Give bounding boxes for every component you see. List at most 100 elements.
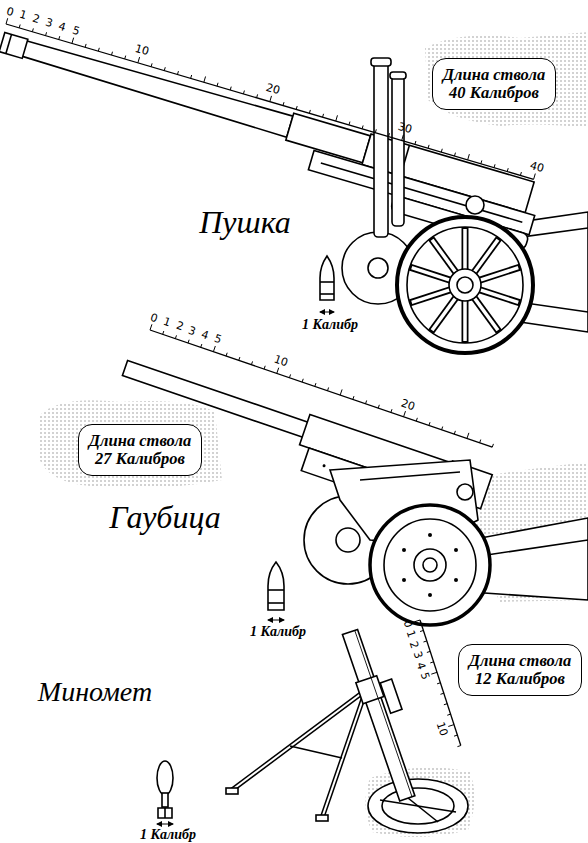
scale-number: 4 (414, 661, 429, 672)
cannon-drawing (6, 34, 12, 53)
scale-tick (454, 431, 455, 434)
weapon-name: Пушка (199, 204, 291, 241)
scale-tick (98, 48, 100, 51)
scale-tick (414, 620, 420, 622)
scale-tick (138, 57, 140, 63)
cannon-drawing (412, 290, 450, 302)
mortar-drawing (316, 815, 328, 821)
mortar-drawing (380, 679, 402, 713)
cannon-drawing (462, 299, 469, 343)
scale-tick (454, 735, 457, 736)
mortar-drawing (232, 690, 366, 790)
scale-tick (378, 405, 379, 408)
scale-tick (423, 641, 426, 642)
cannon-drawing (320, 293, 334, 295)
scale-tick (441, 149, 443, 152)
scale-tick (256, 94, 258, 97)
scale-tick (404, 411, 406, 417)
howitzer-drawing (402, 533, 458, 597)
scale-tick (204, 76, 206, 82)
scale-number: 5 (417, 671, 432, 682)
scale-tick (336, 115, 338, 121)
scale-tick (416, 418, 417, 421)
scale-tick (309, 110, 311, 113)
howitzer-drawing (402, 548, 406, 552)
mortar-drawing (382, 788, 454, 824)
scale-tick (375, 129, 377, 132)
scale-tick (442, 427, 443, 430)
scale-number: 1 (161, 315, 172, 330)
scale-tick (447, 714, 450, 715)
scale-tick (190, 75, 192, 78)
scale-tick (431, 672, 437, 674)
howitzer-drawing (423, 558, 437, 572)
cannon-drawing (374, 62, 388, 237)
mortar-drawing (322, 690, 366, 818)
cannon-drawing (474, 298, 498, 330)
scale-tick (467, 433, 469, 439)
cannon-drawing (463, 229, 467, 269)
cannon-drawing (397, 217, 533, 353)
scale-number: 2 (407, 640, 422, 651)
howitzer-drawing (428, 533, 432, 537)
cannon-drawing (457, 277, 473, 293)
cannon-drawing (412, 268, 450, 280)
cannon-drawing (410, 267, 452, 281)
scale-tick (427, 651, 430, 652)
scale-tick (164, 67, 166, 70)
cannon-drawing (321, 163, 522, 222)
scale-tick (264, 366, 265, 369)
cannon-drawing (390, 72, 406, 79)
cannon-drawing (463, 301, 467, 341)
mortar-drawing (158, 808, 172, 818)
mortar-drawing (368, 779, 468, 833)
howitzer-drawing (322, 464, 326, 468)
scale-number: 20 (399, 396, 416, 413)
howitzer-drawing (268, 562, 284, 610)
scale-tick (72, 38, 74, 44)
calibre-unit: 1 Калибр (250, 624, 306, 640)
scale-tick (454, 153, 456, 156)
scale-number: 0 (400, 619, 415, 630)
mortar-drawing (226, 788, 238, 794)
scale-tick (296, 106, 298, 109)
scale-tick (520, 172, 522, 175)
scale-tick (440, 693, 443, 694)
calibre-scale (150, 324, 493, 447)
cannon-drawing (320, 256, 334, 300)
cannon-drawing (0, 27, 588, 353)
mortar-drawing (355, 630, 412, 796)
cannon-drawing (473, 296, 499, 332)
scale-tick (362, 125, 364, 128)
scale-tick (188, 340, 189, 343)
cannon-drawing (431, 238, 457, 274)
scale-number: 3 (411, 650, 426, 661)
scale-tick (45, 32, 47, 35)
scale-tick (111, 52, 113, 55)
cannon-drawing (478, 267, 520, 281)
cannon-drawing (480, 290, 518, 302)
scale-tick (428, 145, 430, 148)
scale-tick (58, 36, 60, 39)
scale-tick (480, 440, 481, 443)
scale-tick (468, 154, 470, 160)
scale-tick (480, 160, 482, 163)
cannon-drawing (320, 281, 334, 283)
stipple-shading (38, 400, 222, 488)
scale-number: 4 (57, 20, 67, 34)
scale-tick (151, 63, 153, 66)
scale-tick (322, 114, 324, 117)
scale-number: 20 (265, 81, 282, 97)
scale-tick (437, 683, 440, 684)
scale-tick (414, 141, 416, 144)
cannon-drawing (410, 289, 452, 303)
mortar-drawing (162, 793, 168, 807)
scale-number: 2 (31, 12, 41, 26)
scale-tick (6, 18, 8, 24)
weapon-name: Миномет (38, 676, 152, 708)
scale-tick (32, 28, 34, 31)
scale-tick (124, 56, 126, 59)
scale-tick (448, 725, 454, 727)
mortar-drawing (340, 624, 430, 802)
